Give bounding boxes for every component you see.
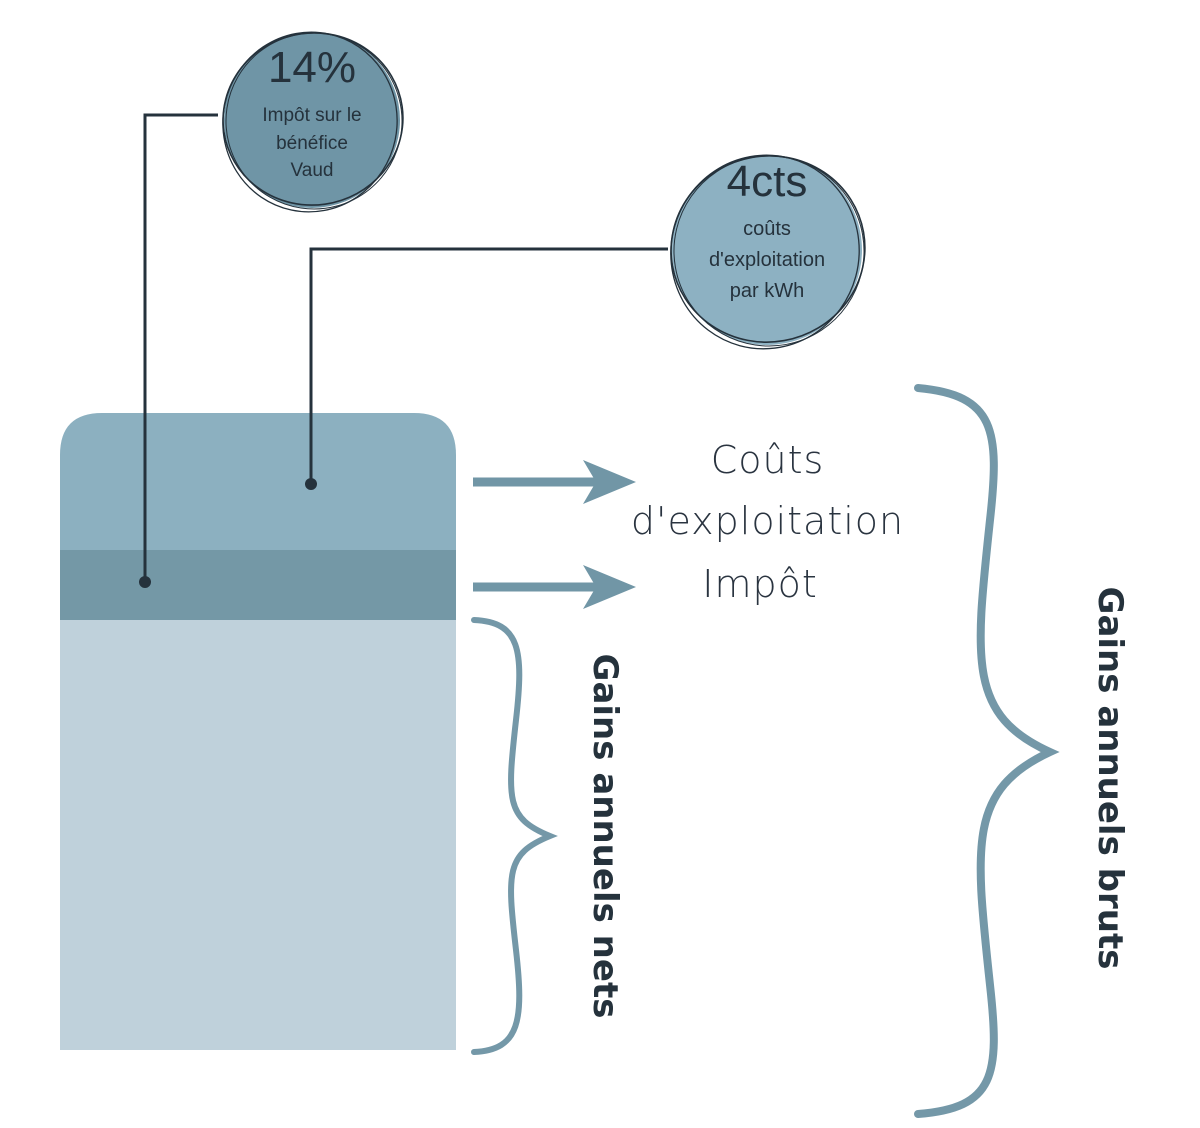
tax-label: Impôt bbox=[702, 562, 818, 606]
costs-caption-line-1: coûts bbox=[743, 218, 791, 240]
net-gains-segment bbox=[60, 620, 456, 1050]
tax-rate-value: 14% bbox=[267, 43, 357, 92]
costs-label: Coûts d'exploitation bbox=[630, 430, 905, 552]
operating-costs-segment bbox=[60, 413, 456, 550]
costs-bubble bbox=[670, 154, 866, 350]
costs-caption: coûts d'exploitation par kWh bbox=[672, 214, 862, 307]
gross-gains-brace bbox=[914, 384, 1060, 1118]
net-gains-brace bbox=[471, 617, 558, 1055]
costs-arrow bbox=[473, 460, 636, 504]
tax-caption-line-2: bénéfice bbox=[276, 132, 348, 154]
costs-value: 4cts bbox=[726, 157, 808, 206]
gross-gains-label: Gains annuels bruts bbox=[1090, 586, 1130, 970]
tax-arrow bbox=[473, 565, 636, 609]
net-gains-label: Gains annuels nets bbox=[585, 653, 625, 1019]
costs-label-line-2: d'exploitation bbox=[630, 499, 905, 543]
tax-caption-line-3: Vaud bbox=[290, 160, 334, 182]
costs-caption-line-2: d'exploitation bbox=[708, 249, 826, 271]
stacked-bar bbox=[60, 413, 456, 1050]
tax-caption-line-1: Impôt sur le bbox=[262, 105, 362, 126]
tax-segment bbox=[60, 550, 456, 620]
tax-bubble-content: 14% Impôt sur le bénéfice Vaud bbox=[222, 46, 402, 185]
costs-connector bbox=[309, 247, 668, 484]
tax-caption: Impôt sur le bénéfice Vaud bbox=[222, 102, 402, 185]
tax-connector bbox=[143, 113, 218, 582]
tax-bubble bbox=[222, 31, 404, 213]
costs-bubble-content: 4cts coûts d'exploitation par kWh bbox=[672, 160, 862, 307]
costs-label-line-1: Coûts bbox=[710, 438, 825, 482]
costs-connector-dot bbox=[305, 478, 317, 490]
costs-caption-line-3: par kWh bbox=[729, 280, 805, 302]
tax-connector-dot bbox=[139, 576, 151, 588]
